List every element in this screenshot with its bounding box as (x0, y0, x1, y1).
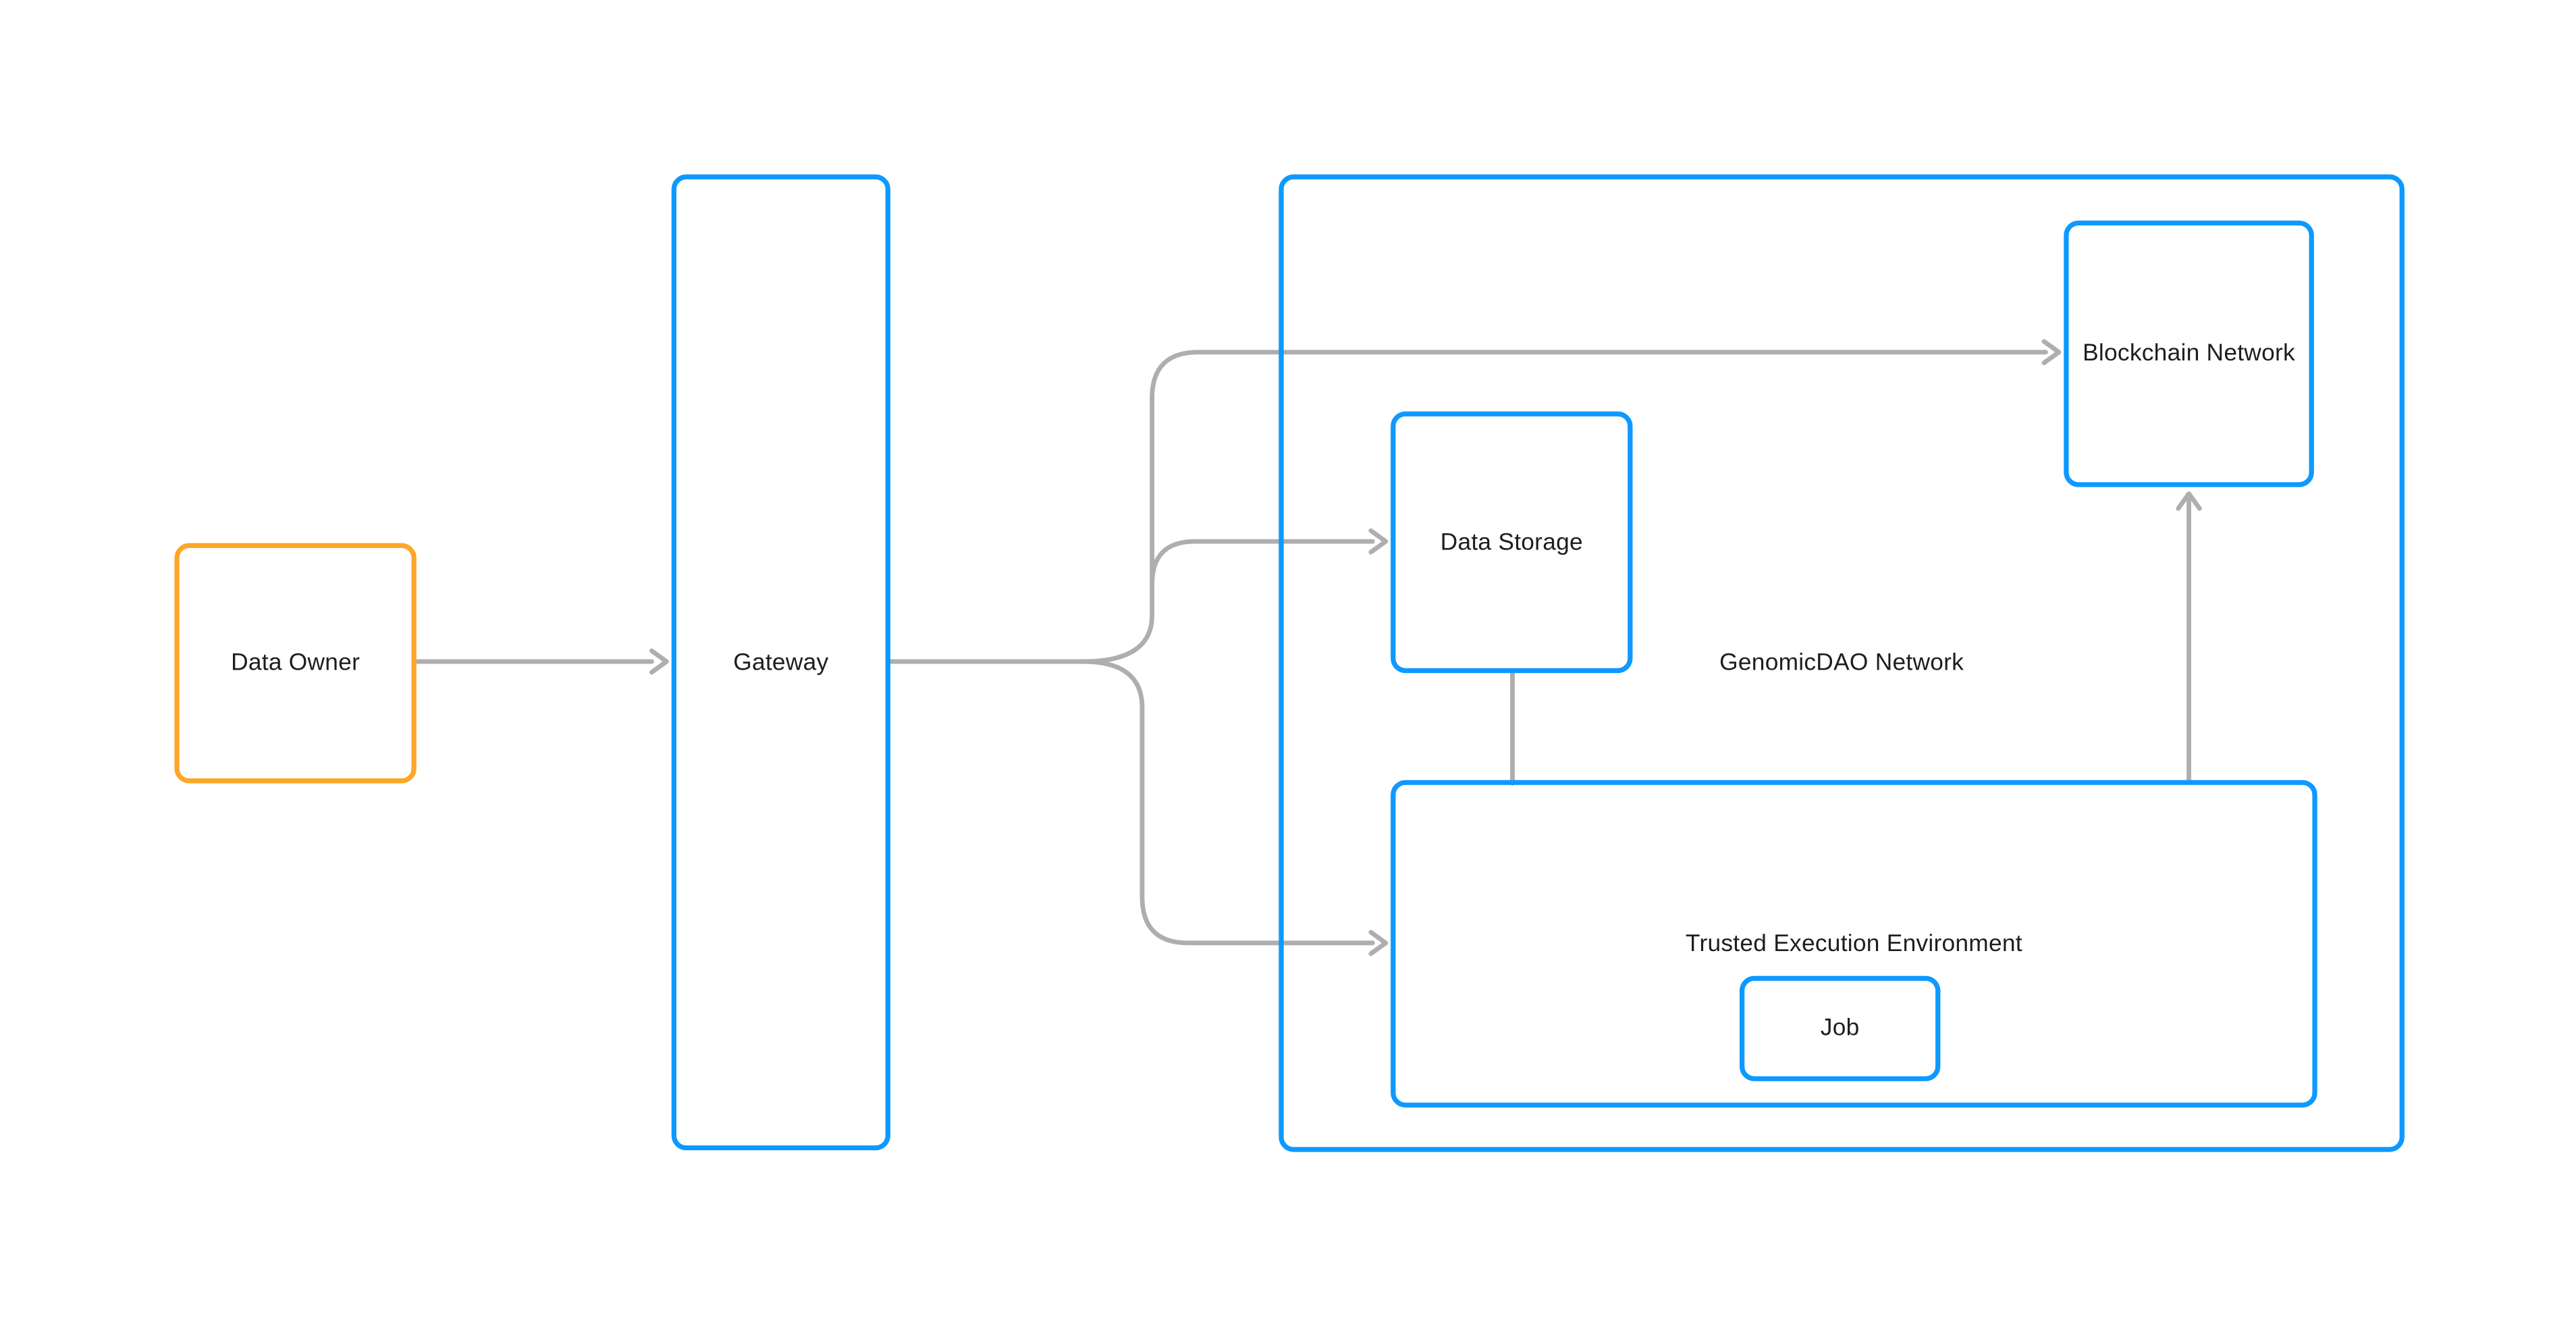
arrowhead-into-blockchain-left (2041, 339, 2062, 365)
arrowhead-into-data-storage (1368, 528, 1389, 555)
job-label: Job (1820, 1015, 1860, 1042)
data-owner-label: Data Owner (231, 650, 360, 677)
node-job: Job (1739, 975, 1941, 1081)
arrowhead-into-blockchain-bottom (2176, 491, 2202, 511)
node-gateway: Gateway (671, 174, 890, 1151)
data-storage-label: Data Storage (1440, 529, 1583, 556)
gateway-label: Gateway (733, 649, 829, 676)
node-data-storage: Data Storage (1391, 411, 1633, 674)
edge-gateway-to-data-storage (1150, 539, 1375, 587)
blockchain-network-label: Blockchain Network (2083, 340, 2295, 367)
node-data-owner: Data Owner (174, 543, 417, 784)
genomicdao-network-label: GenomicDAO Network (1719, 650, 1964, 677)
arrowhead-into-tee (1368, 929, 1389, 956)
node-blockchain-network: Blockchain Network (2064, 220, 2314, 487)
container-trusted-execution-environment: Trusted Execution Environment (1391, 780, 2317, 1108)
arrowhead-into-gateway (649, 648, 669, 675)
edge-gateway-to-blockchain (1080, 350, 2048, 664)
edge-gateway-to-tee (888, 659, 1375, 946)
tee-label: Trusted Execution Environment (1685, 930, 2022, 957)
container-genomicdao-network: GenomicDAO Network (1279, 174, 2405, 1152)
